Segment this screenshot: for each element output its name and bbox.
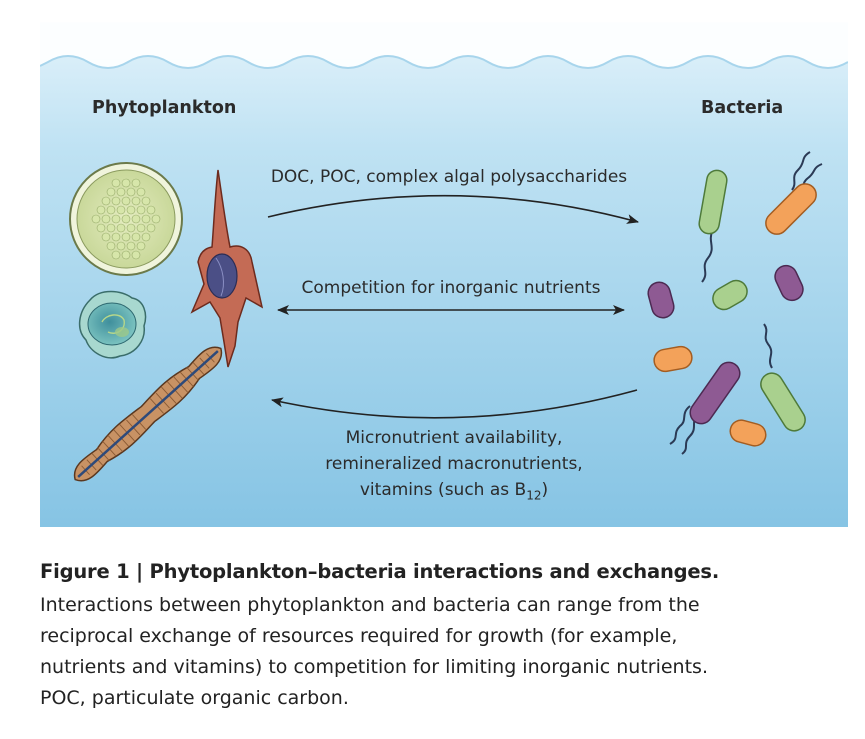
green-flagellate-cell	[80, 292, 146, 358]
vitamins-text: vitamins (such as B	[360, 480, 526, 500]
arrow-label-bottom-line-1: Micronutrient availability,	[274, 425, 634, 451]
caption-title: Figure 1 | Phytoplankton–bacteria intera…	[40, 560, 840, 583]
arrow-label-bottom: Micronutrient availability, remineralize…	[274, 425, 634, 508]
phytoplankton-title: Phytoplankton	[92, 98, 236, 118]
coccolithophore-cell	[70, 163, 182, 275]
caption-line-3: nutrients and vitamins) to competition f…	[40, 652, 840, 683]
caption-body: Interactions between phytoplankton and b…	[40, 590, 840, 714]
arrow-label-middle: Competition for inorganic nutrients	[256, 278, 646, 298]
caption-line-4: POC, particulate organic carbon.	[40, 683, 840, 714]
bacteria-title: Bacteria	[701, 98, 783, 118]
caption-line-2: reciprocal exchange of resources require…	[40, 621, 840, 652]
figure-caption: Figure 1 | Phytoplankton–bacteria intera…	[40, 560, 840, 714]
vitamins-close-paren: )	[541, 480, 548, 500]
caption-line-1: Interactions between phytoplankton and b…	[40, 590, 840, 621]
b12-subscript: 12	[526, 488, 541, 502]
arrow-label-bottom-line-3: vitamins (such as B12)	[274, 477, 634, 508]
diagram-panel: Phytoplankton Bacteria DOC, POC, complex…	[40, 22, 848, 527]
arrow-label-top: DOC, POC, complex algal polysaccharides	[244, 167, 654, 187]
arrow-label-bottom-line-2: remineralized macronutrients,	[274, 451, 634, 477]
